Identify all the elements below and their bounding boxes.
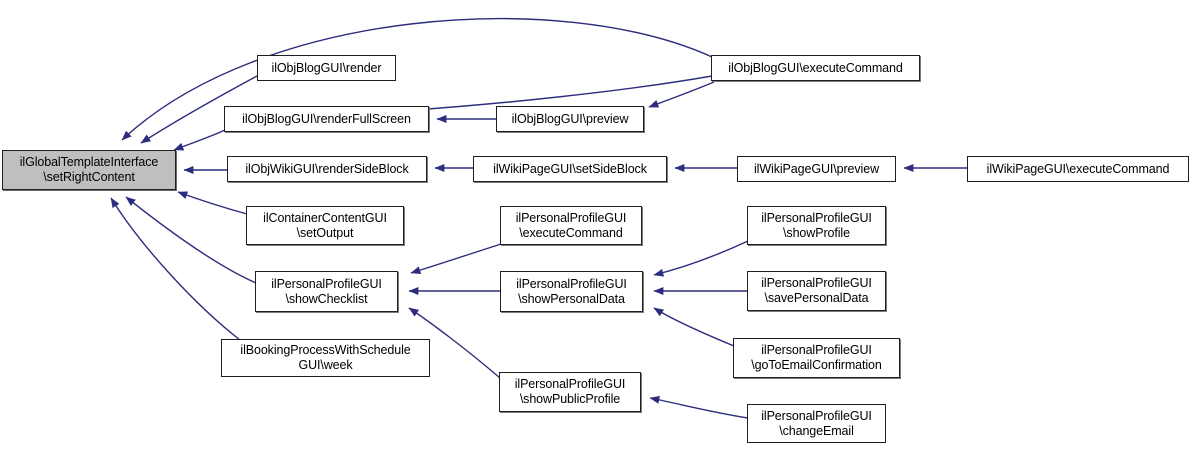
edge-bookingweek-root	[110, 197, 241, 341]
node-ilpersonalprofilegui-gotoemailconfirmation[interactable]: ilPersonalProfileGUI \goToEmailConfirmat…	[733, 338, 900, 378]
node-ilwikipagegui-preview[interactable]: ilWikiPageGUI\preview	[737, 156, 896, 182]
edge-blogexec-blogpreview	[648, 81, 715, 108]
edge-blogrenderfull-root	[173, 129, 226, 151]
node-ilobjbloggui-renderfullscreen[interactable]: ilObjBlogGUI\renderFullScreen	[224, 106, 429, 132]
edge-changeemail-showpublicprofile	[649, 395, 749, 419]
node-ilpersonalprofilegui-showprofile[interactable]: ilPersonalProfileGUI \showProfile	[747, 206, 886, 245]
edge-gotoemailconfirmation-showpersonaldata	[653, 307, 735, 347]
node-ilobjwikigui-rendersideblock[interactable]: ilObjWikiGUI\renderSideBlock	[227, 156, 427, 182]
edge-showprofile-showpersonaldata	[653, 240, 749, 277]
node-ilpersonalprofilegui-executecommand[interactable]: ilPersonalProfileGUI \executeCommand	[500, 206, 642, 245]
node-ilwikipagegui-executecommand[interactable]: ilWikiPageGUI\executeCommand	[967, 156, 1189, 182]
node-ilobjbloggui-executecommand[interactable]: ilObjBlogGUI\executeCommand	[711, 55, 920, 81]
edge-showchecklist-root	[125, 196, 257, 284]
node-root-setrightcontent[interactable]: ilGlobalTemplateInterface \setRightConte…	[2, 150, 176, 190]
node-ilpersonalprofilegui-changeemail[interactable]: ilPersonalProfileGUI \changeEmail	[747, 404, 886, 443]
node-ilpersonalprofilegui-showchecklist[interactable]: ilPersonalProfileGUI \showChecklist	[255, 271, 398, 312]
node-ilpersonalprofilegui-showpersonaldata[interactable]: ilPersonalProfileGUI \showPersonalData	[500, 271, 643, 312]
node-ilpersonalprofilegui-showpublicprofile[interactable]: ilPersonalProfileGUI \showPublicProfile	[499, 372, 641, 412]
node-ilbookingprocesswithschedulegui-week[interactable]: ilBookingProcessWithSchedule GUI\week	[221, 339, 430, 377]
edge-containersetoutput-root	[177, 191, 248, 215]
node-ilobjbloggui-preview[interactable]: ilObjBlogGUI\preview	[496, 106, 644, 132]
node-ilwikipagegui-setsideblock[interactable]: ilWikiPageGUI\setSideBlock	[473, 156, 667, 182]
node-ilcontainercontentgui-setoutput[interactable]: ilContainerContentGUI \setOutput	[246, 206, 404, 245]
node-ilobjbloggui-render[interactable]: ilObjBlogGUI\render	[257, 55, 396, 81]
edge-profileexec-showchecklist	[410, 243, 502, 275]
node-ilpersonalprofilegui-savepersonaldata[interactable]: ilPersonalProfileGUI \savePersonalData	[747, 271, 886, 311]
